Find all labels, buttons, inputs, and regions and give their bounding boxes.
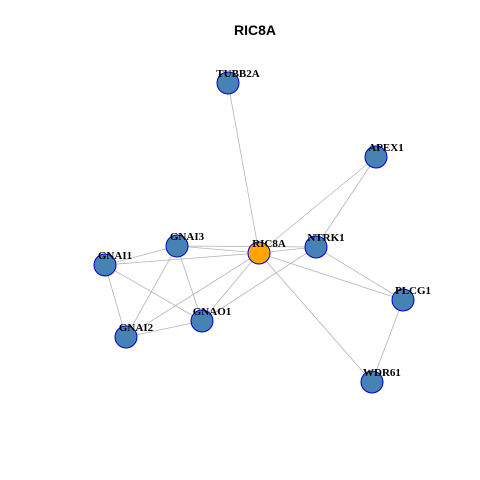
edge-apex1-ntrk1 (315, 156, 377, 248)
edge-ntrk1-plcg1 (315, 246, 404, 301)
nodes-layer (93, 71, 415, 394)
edge-gnai1-gnai2 (104, 264, 127, 338)
node-gnai1[interactable] (93, 253, 117, 277)
node-label-gnao1: GNAO1 (193, 306, 232, 318)
edge-gnai3-ntrk1 (176, 245, 317, 248)
node-ric8a[interactable] (247, 241, 271, 265)
edge-apex1-ric8a (258, 156, 377, 254)
edge-gnai3-gnai1 (104, 245, 178, 266)
node-apex1[interactable] (364, 145, 388, 169)
edge-gnai3-ric8a (176, 245, 260, 254)
node-tubb2a[interactable] (216, 71, 240, 95)
node-label-gnai1: GNAI1 (98, 250, 132, 262)
edge-gnai1-gnao1 (104, 264, 203, 322)
node-wdr61[interactable] (360, 370, 384, 394)
node-label-tubb2a: TUBB2A (216, 68, 259, 80)
node-ntrk1[interactable] (304, 235, 328, 259)
edge-gnao1-ntrk1 (201, 246, 317, 322)
edge-gnai2-ric8a (125, 252, 260, 338)
node-gnai2[interactable] (114, 325, 138, 349)
graph-title: RIC8A (234, 22, 276, 38)
edge-plcg1-wdr61 (371, 299, 404, 383)
node-label-ric8a: RIC8A (252, 238, 286, 250)
edge-ric8a-wdr61 (258, 252, 373, 383)
node-label-apex1: APEX1 (368, 142, 403, 154)
node-label-gnai3: GNAI3 (170, 231, 205, 243)
edge-gnai1-ric8a (104, 252, 260, 266)
node-label-gnai2: GNAI2 (119, 322, 154, 334)
edges-layer (104, 82, 404, 383)
node-gnao1[interactable] (190, 309, 214, 333)
edge-gnai3-gnao1 (176, 245, 203, 322)
edge-ric8a-plcg1 (258, 252, 404, 301)
node-label-plcg1: PLCG1 (395, 285, 431, 297)
node-plcg1[interactable] (391, 288, 415, 312)
node-label-wdr61: WDR61 (363, 367, 401, 379)
edge-gnao1-ric8a (201, 252, 260, 322)
node-gnai3[interactable] (165, 234, 189, 258)
edge-gnai2-gnao1 (125, 320, 203, 338)
edge-tubb2a-ric8a (227, 82, 260, 254)
node-label-ntrk1: NTRK1 (307, 232, 344, 244)
